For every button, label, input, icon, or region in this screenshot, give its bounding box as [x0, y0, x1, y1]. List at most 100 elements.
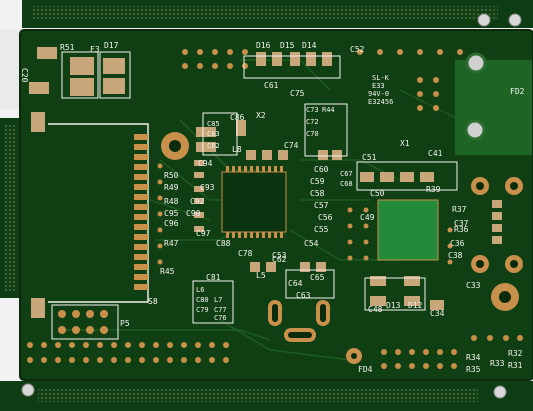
label-c38: C38: [448, 251, 463, 260]
copper-pour-top-right: [455, 60, 533, 155]
label-c48: C48: [368, 305, 383, 314]
label-c34: C34: [430, 309, 445, 318]
label-d12: D12: [408, 301, 423, 310]
label-c76: C76: [214, 314, 227, 322]
bottom-rail-holes: [38, 388, 478, 402]
label-c85: C85: [207, 120, 220, 128]
label-fd2: FD2: [510, 87, 525, 96]
label-c78: C78: [238, 249, 253, 258]
module-pad-bottom: [31, 298, 45, 318]
left-gap: [0, 30, 20, 110]
label-c67: C67: [340, 170, 353, 178]
label-c56: C56: [318, 213, 333, 222]
label-r33: R33: [490, 359, 505, 368]
label-c79: C79: [196, 306, 209, 314]
label-94v0: 94V-0: [368, 90, 389, 98]
label-r35: R35: [466, 365, 481, 374]
label-r50: R50: [164, 171, 179, 180]
label-c49: C49: [360, 213, 375, 222]
label-x1: X1: [400, 139, 410, 148]
module-pad-top: [31, 112, 45, 132]
label-c64: C64: [288, 279, 303, 288]
label-s8: S8: [148, 297, 158, 306]
label-d16: D16: [256, 41, 271, 50]
label-c63: C63: [296, 291, 311, 300]
silk-boxes: [192, 55, 458, 324]
label-l5: L5: [256, 271, 266, 280]
label-x2: X2: [256, 111, 266, 120]
ic-right: [377, 199, 439, 261]
hole-right-top: [465, 52, 487, 74]
tooling-hole-bottom-right: [493, 385, 507, 399]
label-r49: R49: [164, 183, 179, 192]
label-c59: C59: [310, 177, 325, 186]
label-c92: C92: [190, 197, 205, 206]
label-c65: C65: [310, 273, 325, 282]
module-outline-left: [31, 112, 149, 318]
bottom-pin-row: [27, 342, 229, 363]
top-rail-holes: [32, 6, 498, 20]
label-c54: C54: [304, 239, 319, 248]
label-l8: L8: [232, 145, 242, 154]
label-d14: D14: [302, 41, 317, 50]
label-c86: C86: [230, 113, 245, 122]
label-f3: F3: [90, 45, 100, 54]
label-c93: C93: [200, 183, 215, 192]
label-c77: C77: [214, 306, 227, 314]
label-c60: C60: [314, 165, 329, 174]
main-ic: [221, 166, 287, 238]
tooling-hole-top-right: [477, 13, 491, 27]
label-d15: D15: [280, 41, 295, 50]
label-c72: C72: [306, 118, 319, 126]
label-r37: R37: [452, 205, 467, 214]
label-c50: C50: [370, 189, 385, 198]
label-d17: D17: [104, 41, 119, 50]
board-edge: [19, 29, 533, 381]
label-c96: C96: [164, 219, 179, 228]
tooling-hole-bottom-left: [21, 383, 35, 397]
label-c53: C53: [272, 251, 287, 260]
label-c33: C33: [466, 281, 481, 290]
label-c57: C57: [314, 201, 329, 210]
label-c36: C36: [450, 239, 465, 248]
label-r47: R47: [164, 239, 179, 248]
label-c88: C88: [216, 239, 231, 248]
label-c62: C62: [272, 255, 287, 264]
label-c95: C95: [164, 209, 179, 218]
label-c74: C74: [284, 141, 299, 150]
label-r44: R44: [322, 106, 335, 114]
label-c80: C80: [196, 296, 209, 304]
label-c52: C52: [350, 45, 365, 54]
label-r45: R45: [160, 267, 175, 276]
label-r51: R51: [60, 43, 75, 52]
label-p5: P5: [120, 319, 130, 328]
label-d13: D13: [386, 301, 401, 310]
label-c90: C90: [186, 209, 201, 218]
label-c81: C81: [206, 273, 221, 282]
top-left-parts: [29, 47, 131, 99]
label-e32456: E32456: [368, 98, 393, 106]
bottom-right-pins: [346, 335, 523, 369]
label-r31: R31: [508, 361, 523, 370]
label-c55: C55: [314, 225, 329, 234]
right-big-pads: [471, 177, 523, 311]
oval-slots: [268, 300, 330, 342]
label-r34: R34: [466, 353, 481, 362]
label-c73: C73: [306, 106, 319, 114]
mounting-hole-left-center: [169, 140, 181, 152]
label-fd4: FD4: [358, 365, 373, 374]
label-c82: C82: [207, 142, 220, 150]
label-c68: C68: [340, 180, 353, 188]
label-l7: L7: [214, 296, 222, 304]
label-c20: C20: [20, 68, 29, 83]
label-c51: C51: [362, 153, 377, 162]
label-r48: R48: [164, 197, 179, 206]
label-c41: C41: [428, 149, 443, 158]
tooling-hole-top-far-right: [508, 13, 522, 27]
label-c94: C94: [198, 159, 213, 168]
label-c61: C61: [264, 81, 279, 90]
component-pads: [194, 120, 444, 310]
vias: [157, 163, 453, 265]
label-r36: R36: [454, 225, 469, 234]
